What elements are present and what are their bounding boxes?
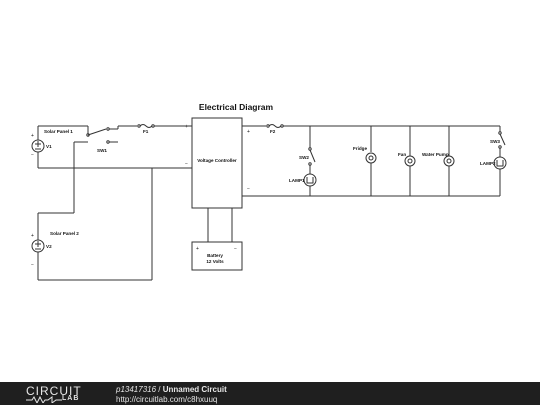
v1-label: V1 — [46, 144, 52, 149]
diagram-title: Electrical Diagram — [199, 102, 274, 112]
battery-plus: + — [196, 246, 199, 252]
vc-in-minus: − — [185, 161, 188, 167]
footer-circuit-name: Unnamed Circuit — [162, 385, 227, 394]
f2-fuse — [266, 124, 284, 128]
solar-panel-2-label: Solar Panel 2 — [50, 231, 79, 236]
sw1-label: SW1 — [97, 148, 107, 153]
footer-url[interactable]: http://circuitlab.com/c8hxuuq — [116, 395, 218, 404]
v2-plus-label: + — [31, 233, 34, 239]
f2-label: F2 — [270, 129, 276, 134]
footer-info: p13417316 / Unnamed Circuit http://circu… — [116, 385, 227, 405]
footer-separator: / — [156, 385, 163, 394]
footer-bar — [0, 382, 540, 405]
water-pump-icon — [443, 126, 455, 196]
sw3-label: SW3 — [490, 139, 500, 144]
vc-out-minus: − — [247, 186, 250, 192]
sw3-switch — [498, 126, 506, 157]
lamp1-icon — [303, 173, 317, 196]
lamp2-icon — [493, 156, 507, 196]
voltage-controller-box — [191, 117, 243, 209]
battery-box — [191, 241, 243, 271]
sw2-switch — [308, 126, 316, 174]
sw1-switch — [86, 126, 119, 144]
lamp2-label: LAMP2 — [480, 161, 496, 166]
v2-minus-label: − — [31, 262, 34, 268]
v1-plus-label: + — [31, 133, 34, 139]
fridge-label: Fridge — [353, 146, 367, 151]
f1-label: F1 — [143, 129, 149, 134]
circuitlab-logo: CIRCUIT LAB — [26, 385, 92, 403]
schematic-canvas: Electrical Diagram + − V1 Solar Panel 1 … — [31, 102, 507, 281]
vc-out-plus: + — [247, 129, 250, 135]
footer-title-line: p13417316 / Unnamed Circuit — [116, 385, 227, 395]
battery-label: Battery — [207, 253, 223, 258]
fridge-icon — [365, 126, 377, 196]
v1-minus-label: − — [31, 152, 34, 158]
solar-panel-1-label: Solar Panel 1 — [44, 129, 73, 134]
logo-text-top: CIRCUIT — [26, 384, 82, 398]
fan-icon — [404, 126, 416, 196]
battery-minus: − — [234, 246, 237, 252]
vc-in-plus: + — [185, 124, 188, 130]
v2-label: V2 — [46, 244, 52, 249]
logo-squiggle-icon — [26, 396, 62, 403]
logo-text-bottom: LAB — [62, 395, 80, 402]
sw2-label: SW2 — [299, 155, 309, 160]
fan-label: Fan — [398, 152, 406, 157]
footer-user[interactable]: p13417316 — [116, 385, 157, 394]
battery-voltage-label: 12 Volts — [206, 259, 224, 264]
v1-source — [31, 126, 45, 168]
v2-source — [31, 213, 45, 280]
lamp1-label: LAMP1 — [289, 178, 305, 183]
circuit-schematic: Electrical Diagram + − V1 Solar Panel 1 … — [31, 102, 507, 281]
voltage-controller-label: Voltage Controller — [197, 158, 237, 163]
f1-fuse — [137, 124, 155, 128]
water-pump-label: Water Pump — [422, 152, 449, 157]
